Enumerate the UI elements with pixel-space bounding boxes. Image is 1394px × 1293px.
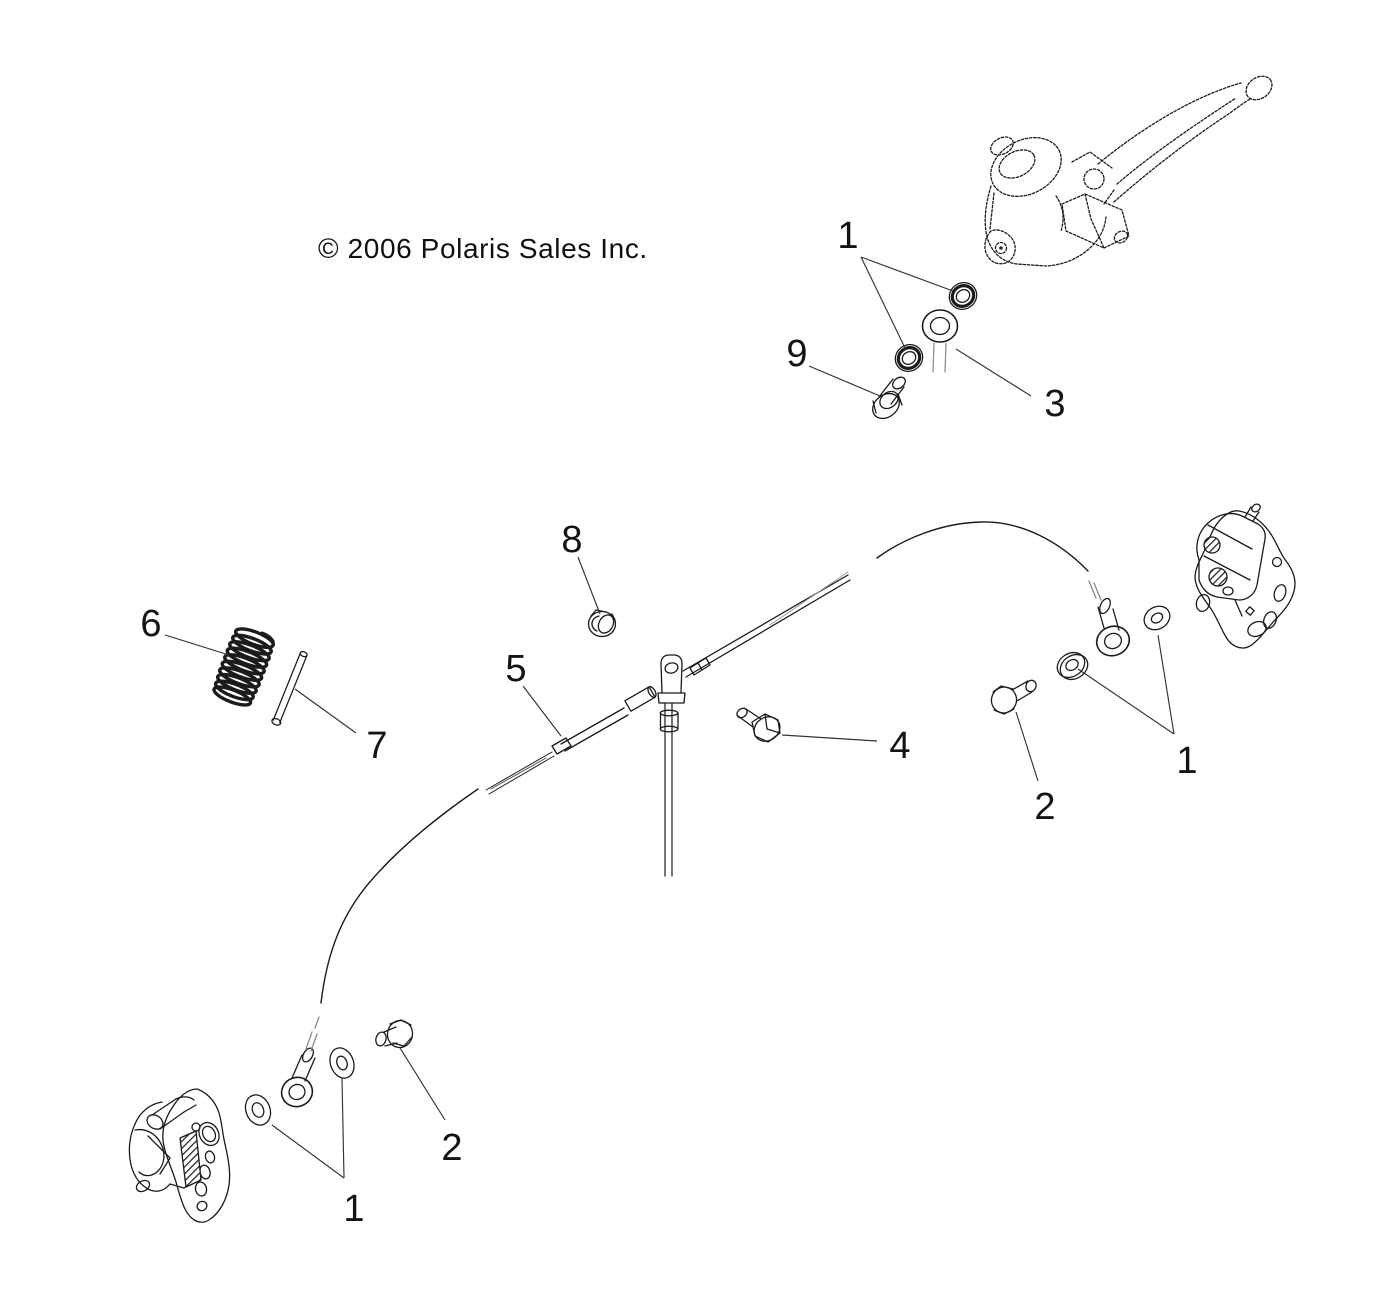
sealing-washer-right-a xyxy=(1056,651,1089,681)
leader-1-top-b xyxy=(860,256,907,351)
leader-8 xyxy=(577,556,601,615)
hex-bolt-4 xyxy=(736,707,781,743)
callout-label-6: 6 xyxy=(140,603,162,645)
banjo-bolt-left xyxy=(375,1019,414,1049)
leader-2-right xyxy=(1015,711,1039,782)
leader-5 xyxy=(522,685,562,737)
leader-1-top-a xyxy=(860,256,954,292)
callout-label-2-left: 2 xyxy=(441,1127,463,1169)
banjo-fitting-master xyxy=(921,309,959,373)
callout-label-7: 7 xyxy=(366,725,388,767)
brake-spring xyxy=(212,627,275,707)
callout-label-3: 3 xyxy=(1044,383,1066,425)
leader-1-right-a xyxy=(1077,668,1175,735)
rear-caliper-right xyxy=(1194,503,1296,649)
callout-label-9: 9 xyxy=(786,333,808,375)
banjo-bolt-9 xyxy=(872,376,906,420)
parking-brake-cable xyxy=(485,571,851,877)
leader-9 xyxy=(808,365,881,397)
leader-1-left-b xyxy=(341,1077,345,1179)
leader-3 xyxy=(955,348,1032,397)
brake-lever xyxy=(1097,75,1273,203)
leader-2-left xyxy=(399,1047,446,1121)
sealing-washer-left-a xyxy=(244,1094,272,1126)
callout-label-1-left: 1 xyxy=(343,1188,365,1230)
leader-lines xyxy=(164,256,1175,1179)
callout-label-2-right: 2 xyxy=(1034,786,1056,828)
leader-7 xyxy=(294,688,357,734)
clevis-pin xyxy=(271,650,308,726)
callout-label-4: 4 xyxy=(889,725,911,767)
copyright-text: © 2006 Polaris Sales Inc. xyxy=(318,233,648,264)
sealing-washer-top-a xyxy=(948,282,978,310)
sealing-washer-top-b xyxy=(894,344,924,372)
leader-6 xyxy=(164,634,230,656)
callout-label-1-right: 1 xyxy=(1176,740,1198,782)
leader-1-left-a xyxy=(271,1124,345,1179)
master-cylinder-assembly xyxy=(984,75,1273,267)
rear-caliper-left xyxy=(128,1088,231,1223)
callout-label-1-top: 1 xyxy=(837,215,859,257)
banjo-fitting-left xyxy=(280,1016,320,1108)
callout-label-5: 5 xyxy=(505,648,527,690)
banjo-bolt-right xyxy=(990,679,1037,715)
rear-brake-hose xyxy=(320,521,1089,1004)
leader-1-right-b xyxy=(1157,634,1175,735)
callout-label-8: 8 xyxy=(561,519,583,561)
flange-nut-8 xyxy=(587,609,617,638)
leader-4 xyxy=(781,734,878,742)
sealing-washer-left-b xyxy=(329,1047,355,1079)
sealing-washer-right-b xyxy=(1143,605,1171,631)
banjo-fitting-right xyxy=(1088,580,1131,657)
